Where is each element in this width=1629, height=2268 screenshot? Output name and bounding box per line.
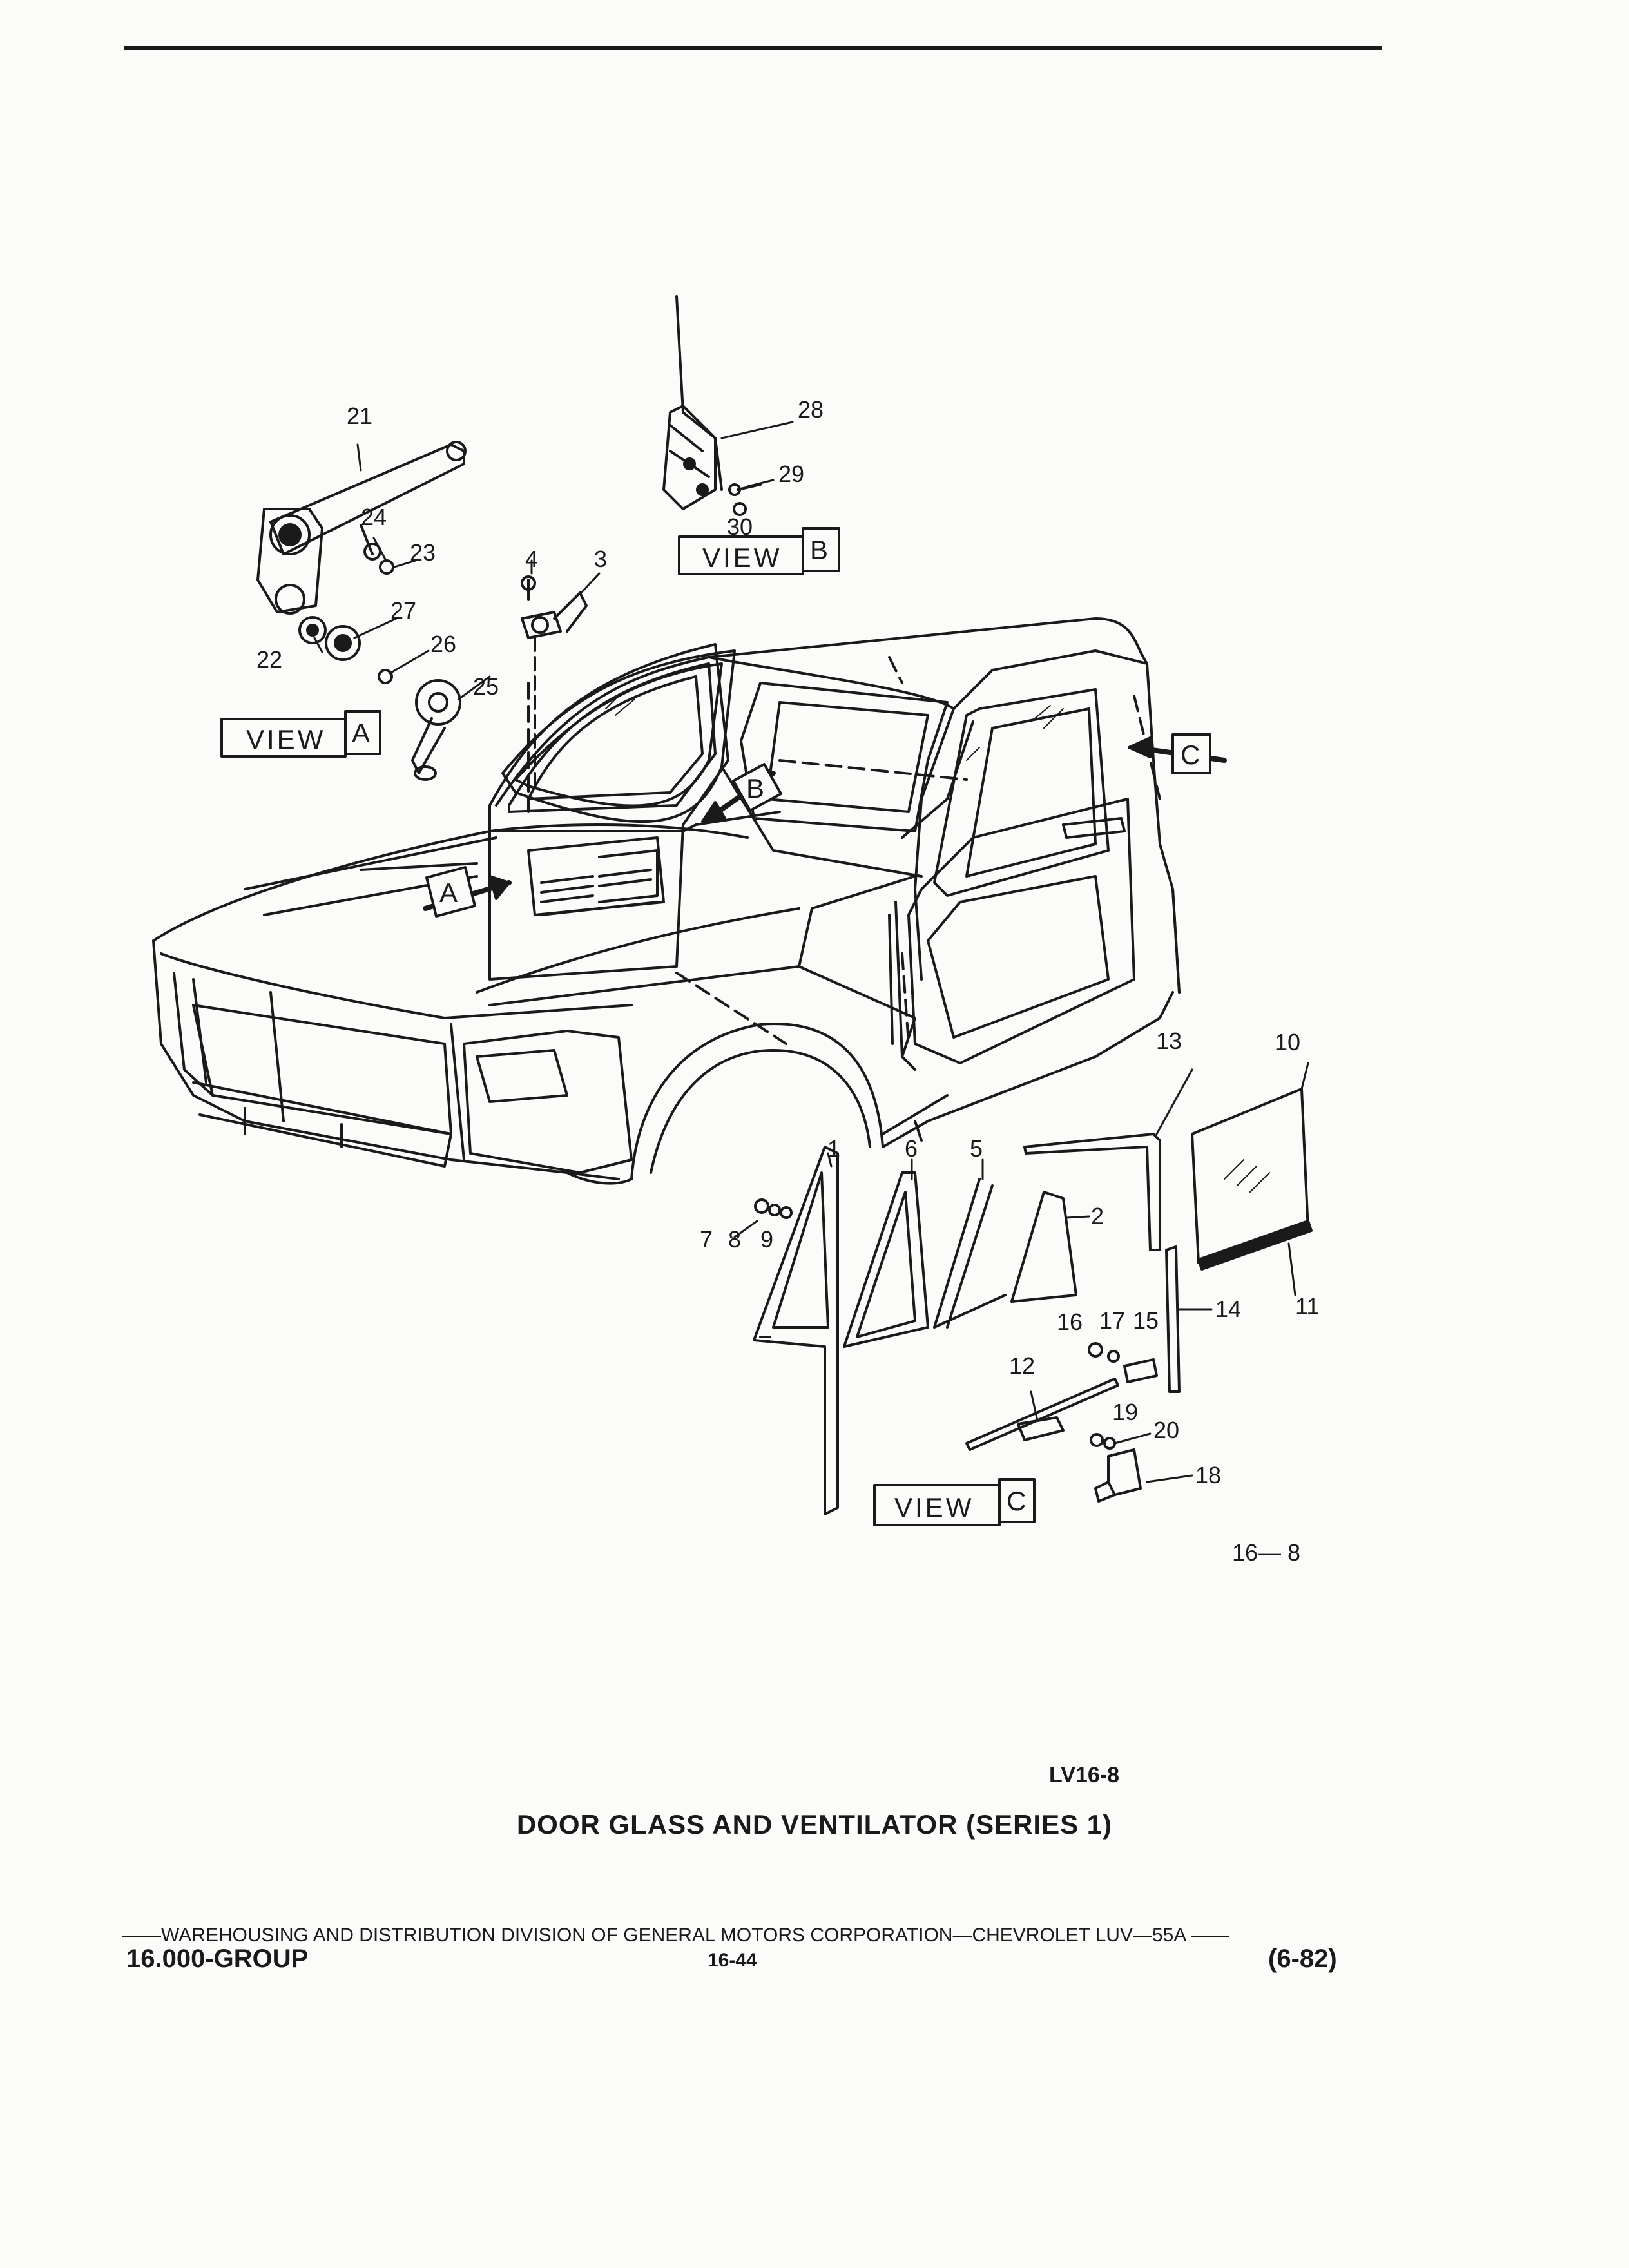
part-label-14: 14 [1215, 1296, 1241, 1322]
part-label-30: 30 [727, 514, 753, 540]
part-label-13: 13 [1156, 1028, 1182, 1054]
footer-group: 16.000-GROUP [126, 1945, 309, 1973]
view-b-letter: B [810, 535, 831, 565]
part-label-19: 19 [1112, 1399, 1138, 1425]
part-label-4: 4 [525, 546, 538, 572]
view-b-lock [662, 295, 762, 516]
arrow-marker-b [701, 763, 782, 823]
part-label-3: 3 [594, 546, 607, 572]
part-label-28: 28 [798, 396, 824, 423]
view-c-label: VIEW [894, 1492, 974, 1523]
part-label-11: 11 [1295, 1293, 1319, 1320]
part-label-23: 23 [410, 539, 436, 566]
arrow-marker-a [423, 866, 512, 918]
part-label-21: 21 [347, 403, 372, 429]
part-label-12: 12 [1009, 1352, 1035, 1379]
view-c-ventilator [753, 1088, 1313, 1515]
top-rule [124, 46, 1382, 50]
arrow-marker-b-letter: B [746, 773, 767, 803]
part-label-2: 2 [1091, 1203, 1104, 1229]
lock-knob [521, 575, 588, 787]
part-label-5: 5 [970, 1135, 983, 1162]
view-c-box [873, 1478, 1036, 1526]
part-label-9: 9 [760, 1226, 773, 1253]
part-label-10: 10 [1275, 1029, 1300, 1055]
view-c-letter: C [1007, 1486, 1028, 1516]
view-a-label: VIEW [246, 724, 325, 754]
part-label-24: 24 [361, 504, 387, 530]
figure-number: 16— 8 [1232, 1539, 1300, 1566]
arrow-marker-c-letter: C [1181, 740, 1202, 770]
part-label-26: 26 [430, 631, 456, 657]
leader-lines [313, 421, 1309, 1483]
view-a-box [220, 710, 381, 758]
part-label-1: 1 [827, 1135, 840, 1162]
part-label-15: 15 [1133, 1307, 1159, 1334]
view-a-letter: A [352, 718, 372, 748]
part-label-27: 27 [390, 597, 416, 624]
arrow-marker-c [1128, 733, 1227, 774]
part-label-20: 20 [1153, 1417, 1179, 1443]
footer-division-line: ——WAREHOUSING AND DISTRIBUTION DIVISION … [122, 1925, 1230, 1946]
illustration-code: LV16-8 [1049, 1763, 1119, 1787]
footer-date: (6-82) [1268, 1945, 1337, 1973]
diagram-title: DOOR GLASS AND VENTILATOR (SERIES 1) [516, 1809, 1113, 1840]
part-label-16: 16 [1057, 1309, 1083, 1335]
part-label-18: 18 [1195, 1462, 1221, 1488]
part-label-6: 6 [905, 1135, 918, 1162]
part-label-25: 25 [473, 673, 499, 700]
cab-body-illustration [152, 617, 1181, 1185]
part-label-29: 29 [778, 461, 804, 487]
part-label-8: 8 [728, 1226, 741, 1253]
part-label-7: 7 [700, 1226, 713, 1253]
view-b-label: VIEW [702, 543, 782, 573]
arrow-marker-a-letter: A [439, 878, 460, 908]
view-a-regulator [256, 441, 467, 781]
footer-page-number: 16-44 [708, 1950, 757, 1971]
part-label-17: 17 [1099, 1307, 1125, 1334]
view-b-box [678, 527, 840, 575]
part-label-22: 22 [256, 646, 282, 673]
